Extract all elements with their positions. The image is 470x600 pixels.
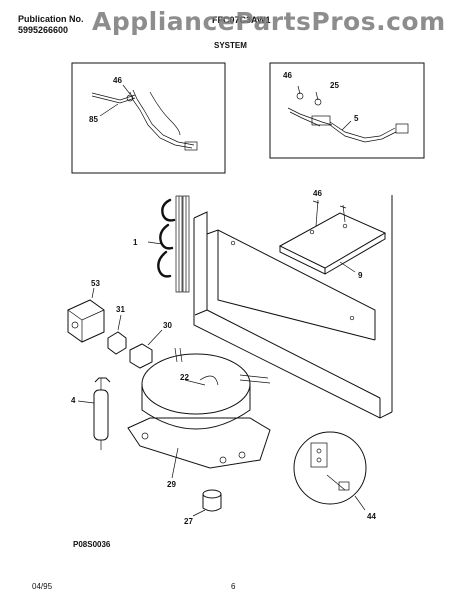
publication-number: 5995266600 xyxy=(18,25,69,35)
inset-harness-box xyxy=(71,62,226,174)
callout-46-mid: 46 xyxy=(313,189,322,198)
relay-box xyxy=(67,287,105,343)
watermark: AppliancePartsPros.com xyxy=(92,7,446,36)
grommet xyxy=(192,489,222,517)
callout-4: 4 xyxy=(71,396,76,405)
figure-code: P08S0036 xyxy=(73,540,111,549)
page-title: SYSTEM xyxy=(214,41,247,50)
callout-31: 31 xyxy=(116,305,125,314)
model-number: FFC07C3AW1 xyxy=(212,15,271,25)
publication-label: Publication No. xyxy=(18,14,84,24)
callout-29: 29 xyxy=(167,480,176,489)
callout-27: 27 xyxy=(184,517,193,526)
revision-date: 04/95 xyxy=(32,582,53,591)
overload xyxy=(107,314,127,355)
page-number: 6 xyxy=(231,582,236,591)
callout-25: 25 xyxy=(330,81,339,90)
condenser-coil xyxy=(147,195,190,293)
callout-46-top-left: 46 xyxy=(113,76,122,85)
callout-30: 30 xyxy=(163,321,172,330)
filter-drier xyxy=(77,377,111,450)
callout-1: 1 xyxy=(133,238,138,247)
callout-22: 22 xyxy=(180,373,189,382)
callout-53: 53 xyxy=(91,279,100,288)
cabinet-frame xyxy=(193,195,393,419)
callout-9: 9 xyxy=(358,271,363,280)
callout-5: 5 xyxy=(354,114,359,123)
callout-85: 85 xyxy=(89,115,98,124)
callout-44: 44 xyxy=(367,512,376,521)
inset-wiring-box xyxy=(269,62,425,159)
cover-plate xyxy=(278,199,387,275)
callout-46-top-right: 46 xyxy=(283,71,292,80)
compressor xyxy=(127,347,271,479)
outlet-detail xyxy=(293,431,367,511)
relay xyxy=(129,329,163,369)
